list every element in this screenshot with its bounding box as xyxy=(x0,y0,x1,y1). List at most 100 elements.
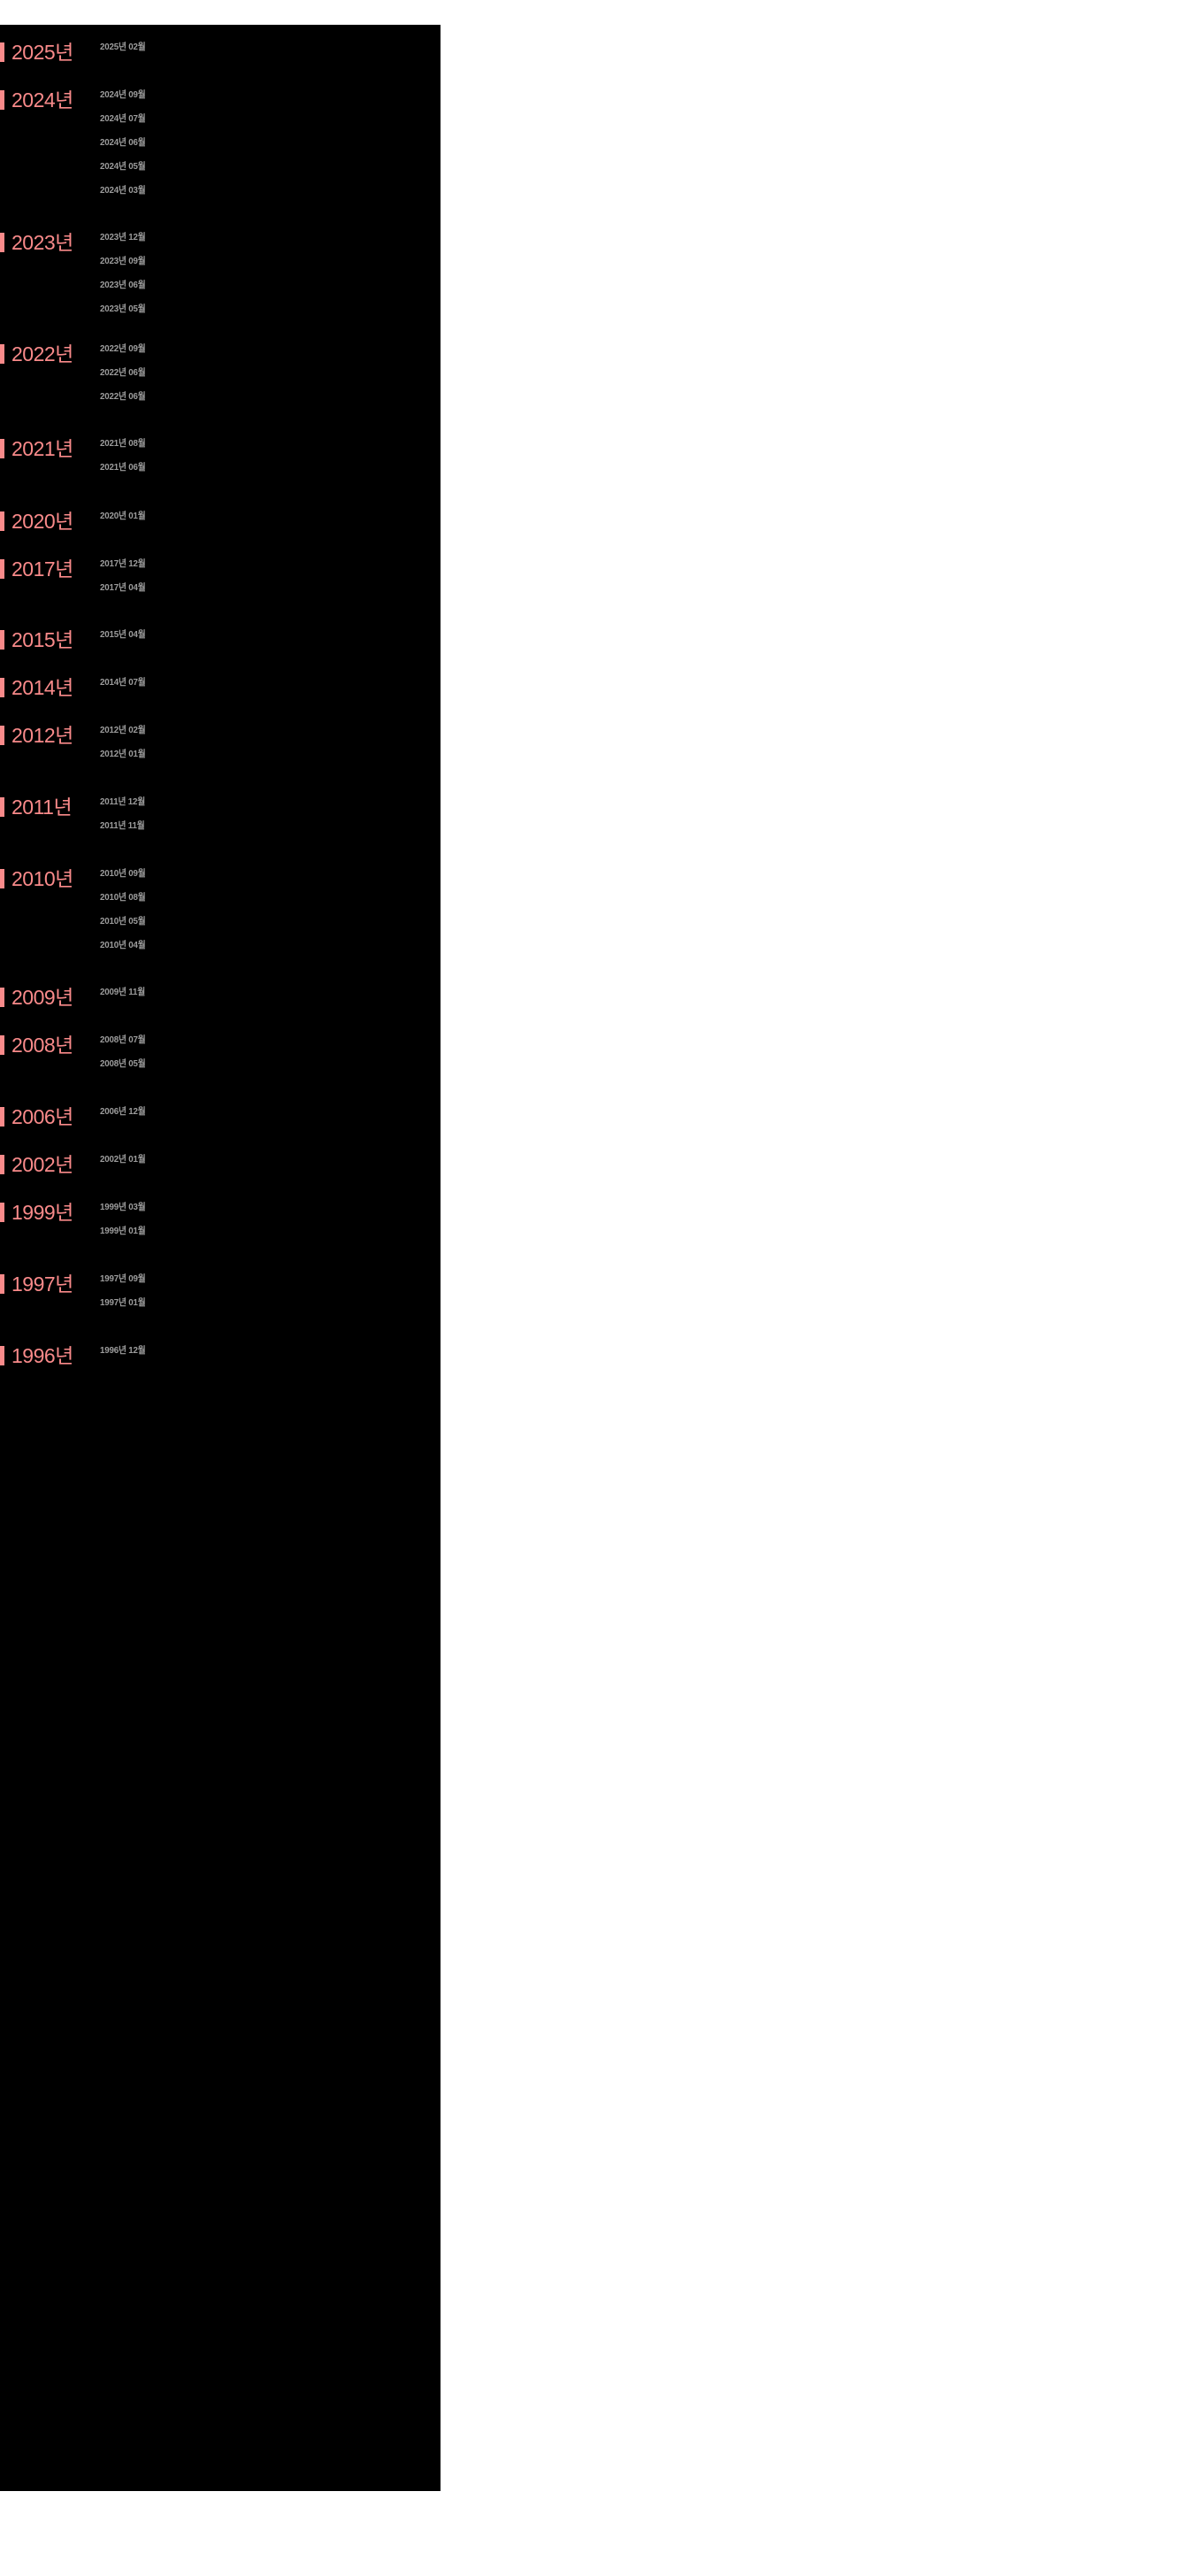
month-entry: 2023년 05월 xyxy=(100,304,146,314)
year-marker-bar-icon xyxy=(0,797,4,817)
year-heading: 2011년 xyxy=(0,795,73,819)
year-heading: 2025년 xyxy=(0,41,73,64)
month-entry: 2012년 02월 xyxy=(100,725,146,735)
month-entry: 2002년 01월 xyxy=(100,1154,146,1165)
year-heading: 2008년 xyxy=(0,1034,73,1057)
year-label: 2024년 xyxy=(11,88,73,111)
year-label: 2009년 xyxy=(11,985,73,1009)
year-marker-bar-icon xyxy=(0,1346,4,1365)
year-heading: 2006년 xyxy=(0,1105,73,1128)
year-label: 2010년 xyxy=(11,866,73,890)
year-heading: 2021년 xyxy=(0,437,73,460)
month-list: 2006년 12월 xyxy=(100,1105,149,1129)
month-list: 2015년 04월 xyxy=(100,628,149,652)
month-list: 2012년 02월 2012년 01월 xyxy=(100,724,149,772)
month-entry: 2024년 09월 xyxy=(100,89,146,100)
year-label: 2008년 xyxy=(11,1033,73,1057)
month-list: 2022년 09월 2022년 06월 2022년 06월 xyxy=(100,342,149,414)
month-entry: 2010년 08월 xyxy=(100,892,146,903)
year-label: 2006년 xyxy=(11,1104,73,1128)
year-label: 2012년 xyxy=(11,723,73,747)
year-marker-bar-icon xyxy=(0,344,4,364)
month-entry: 2022년 06월 xyxy=(100,367,146,378)
year-marker-bar-icon xyxy=(0,988,4,1007)
year-marker-bar-icon xyxy=(0,439,4,458)
month-entry: 1999년 01월 xyxy=(100,1226,146,1236)
year-heading: 1997년 xyxy=(0,1273,73,1296)
month-entry: 1997년 09월 xyxy=(100,1273,146,1284)
year-marker-bar-icon xyxy=(0,90,4,110)
year-marker-bar-icon xyxy=(0,1155,4,1174)
year-marker-bar-icon xyxy=(0,42,4,62)
year-marker-bar-icon xyxy=(0,233,4,252)
month-entry: 2010년 04월 xyxy=(100,940,146,950)
month-entry: 2012년 01월 xyxy=(100,749,146,759)
year-heading: 2020년 xyxy=(0,510,73,533)
month-entry: 2017년 04월 xyxy=(100,582,146,593)
year-heading: 2009년 xyxy=(0,986,73,1009)
year-label: 2025년 xyxy=(11,40,73,64)
year-label: 2002년 xyxy=(11,1152,73,1176)
month-entry: 1999년 03월 xyxy=(100,1202,146,1212)
year-marker-bar-icon xyxy=(0,726,4,745)
year-label: 2015년 xyxy=(11,627,73,651)
year-marker-bar-icon xyxy=(0,1107,4,1127)
month-entry: 2024년 05월 xyxy=(100,161,146,172)
month-entry: 2017년 12월 xyxy=(100,558,146,569)
year-marker-bar-icon xyxy=(0,511,4,531)
year-heading: 2002년 xyxy=(0,1153,73,1176)
year-heading: 1996년 xyxy=(0,1344,73,1367)
year-label: 2021년 xyxy=(11,436,73,460)
year-label: 2022년 xyxy=(11,342,73,365)
year-heading: 2015년 xyxy=(0,628,73,651)
year-heading: 2010년 xyxy=(0,867,73,890)
year-marker-bar-icon xyxy=(0,1203,4,1222)
month-entry: 2014년 07월 xyxy=(100,677,146,688)
month-list: 2014년 07월 xyxy=(100,676,149,700)
month-list: 1999년 03월 1999년 01월 xyxy=(100,1201,149,1249)
month-entry: 2008년 05월 xyxy=(100,1058,146,1069)
month-list: 2025년 02월 xyxy=(100,41,149,65)
year-heading: 2023년 xyxy=(0,231,73,254)
year-label: 2014년 xyxy=(11,675,73,699)
year-heading: 2014년 xyxy=(0,676,73,699)
month-entry: 2011년 11월 xyxy=(100,820,145,831)
year-label: 1997년 xyxy=(11,1272,73,1296)
month-entry: 2022년 09월 xyxy=(100,343,146,354)
month-entry: 2009년 11월 xyxy=(100,987,146,997)
month-entry: 2010년 05월 xyxy=(100,916,146,927)
month-list: 2020년 01월 xyxy=(100,510,149,534)
month-list: 2002년 01월 xyxy=(100,1153,149,1177)
month-entry: 2021년 08월 xyxy=(100,438,146,449)
year-heading: 2024년 xyxy=(0,88,73,111)
month-entry: 2022년 06월 xyxy=(100,391,146,402)
month-entry: 2006년 12월 xyxy=(100,1106,146,1117)
year-label: 2017년 xyxy=(11,557,73,581)
year-label: 2011년 xyxy=(11,795,73,819)
month-entry: 2024년 03월 xyxy=(100,185,146,196)
month-entry: 1996년 12월 xyxy=(100,1345,146,1356)
year-heading: 2017년 xyxy=(0,557,73,581)
year-heading: 2022년 xyxy=(0,342,73,365)
month-entry: 2011년 12월 xyxy=(100,796,146,807)
year-marker-bar-icon xyxy=(0,630,4,650)
month-entry: 2025년 02월 xyxy=(100,42,146,52)
year-marker-bar-icon xyxy=(0,869,4,888)
month-entry: 2023년 06월 xyxy=(100,280,146,290)
month-entry: 1997년 01월 xyxy=(100,1297,146,1308)
month-list: 2009년 11월 xyxy=(100,986,149,1010)
month-list: 2011년 12월 2011년 11월 xyxy=(100,796,149,843)
year-label: 1996년 xyxy=(11,1343,73,1367)
month-list: 1996년 12월 xyxy=(100,1344,149,1368)
month-entry: 2023년 12월 xyxy=(100,232,146,242)
year-heading: 2012년 xyxy=(0,724,73,747)
year-marker-bar-icon xyxy=(0,1035,4,1055)
year-marker-bar-icon xyxy=(0,559,4,579)
year-heading: 1999년 xyxy=(0,1201,73,1224)
year-marker-bar-icon xyxy=(0,678,4,697)
